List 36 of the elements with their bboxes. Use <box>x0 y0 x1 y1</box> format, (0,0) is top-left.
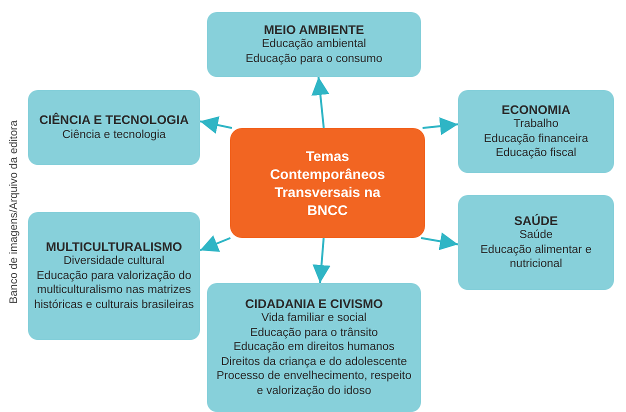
topic-box <box>458 195 614 290</box>
topic-item: Direitos da criança e do adolescente <box>220 354 408 370</box>
arrow <box>311 76 330 128</box>
topic-heading: ECONOMIA <box>502 102 570 117</box>
topic-item: Educação para o trânsito <box>250 326 378 340</box>
arrow <box>312 238 330 284</box>
topic-item: Educação financeira <box>484 132 588 146</box>
topic-item: Ciência e tecnologia <box>62 128 166 142</box>
topic-box <box>28 90 200 165</box>
topic-box <box>207 283 421 412</box>
topic-box <box>458 90 614 173</box>
arrow <box>200 116 232 134</box>
topic-heading: CIDADANIA E CIVISMO <box>245 296 383 312</box>
topic-box <box>28 212 200 340</box>
topic-heading: MEIO AMBIENTE <box>264 22 364 38</box>
topic-item: Diversidade cultural <box>64 254 164 269</box>
topic-item: Educação alimentar e nutricional <box>479 242 593 272</box>
topic-heading: MULTICULTURALISMO <box>46 240 182 254</box>
topic-item: Educação para o consumo <box>246 52 382 66</box>
central-topic-box <box>230 128 425 238</box>
image-credit: Banco de imagens/Arquivo da editora <box>8 119 20 306</box>
central-title: Temas Contemporâneos Transversais na BNCC <box>270 147 386 219</box>
arrow <box>200 235 231 252</box>
topic-item: Educação para valorização do multiculturalismo nas matrizes históricas e culturais brasileiras <box>34 268 194 312</box>
topic-heading: CIÊNCIA E TECNOLOGIA <box>39 113 189 128</box>
arrow <box>422 117 458 136</box>
topic-item: Saúde <box>519 228 553 242</box>
topic-item: Vida familiar e social <box>261 311 367 326</box>
topic-item: Educação ambiental <box>262 37 366 52</box>
topic-item: Processo de envelhecimento, respeito e valorização do idoso <box>216 369 412 398</box>
topic-box <box>207 12 421 77</box>
topic-item: Educação fiscal <box>496 146 576 160</box>
topic-item: Educação em direitos humanos <box>233 340 395 355</box>
arrow <box>420 232 458 250</box>
topic-heading: SAÚDE <box>514 214 558 228</box>
topic-item: Trabalho <box>514 117 558 132</box>
